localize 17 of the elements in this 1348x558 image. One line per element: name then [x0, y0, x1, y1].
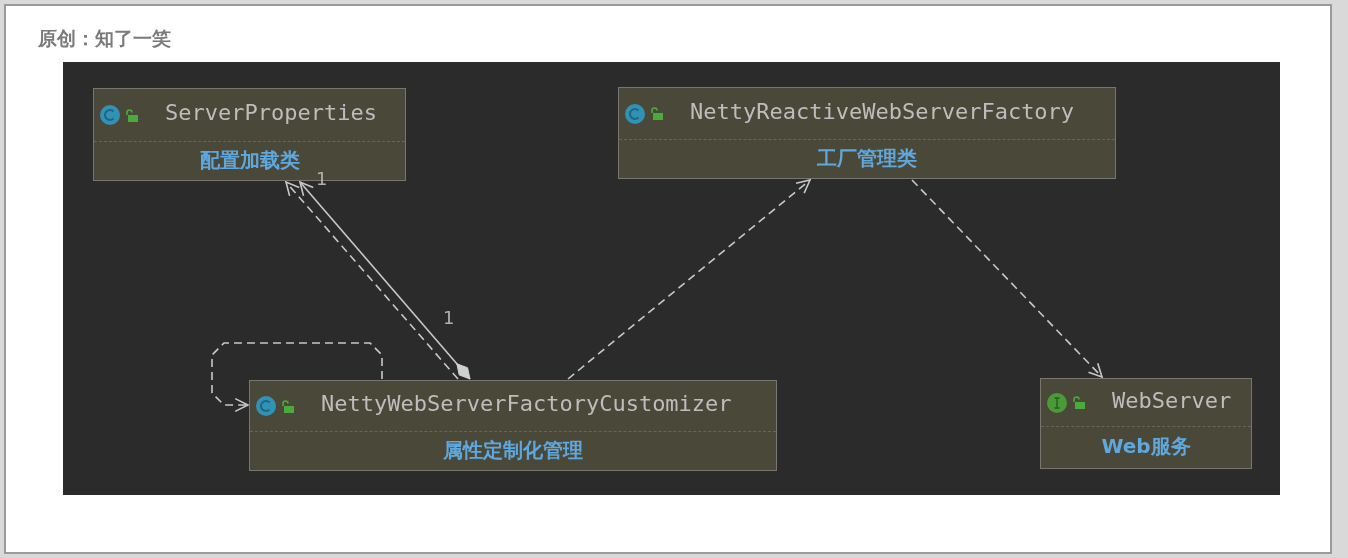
class-box — [249, 380, 777, 471]
class-description: 工厂管理类 — [817, 145, 917, 170]
arrow — [567, 179, 811, 380]
multiplicity-label: 1 — [316, 168, 328, 189]
title: 原创：知了一笑 — [38, 26, 171, 51]
arrow — [911, 179, 1103, 378]
class-box — [1040, 378, 1252, 469]
arrow — [211, 342, 383, 413]
class-description: 配置加载类 — [199, 147, 300, 172]
class-description: 属性定制化管理 — [443, 437, 583, 462]
class-name: WebServer — [1112, 387, 1232, 413]
class-description: Web服务 — [1101, 434, 1191, 458]
class-name: NettyReactiveWebServerFactory — [690, 98, 1075, 124]
class-name: NettyWebServerFactoryCustomizer — [321, 391, 732, 416]
class-name: ServerProperties — [165, 100, 377, 125]
class-box — [618, 87, 1116, 179]
multiplicity-label: 1 — [443, 307, 455, 328]
